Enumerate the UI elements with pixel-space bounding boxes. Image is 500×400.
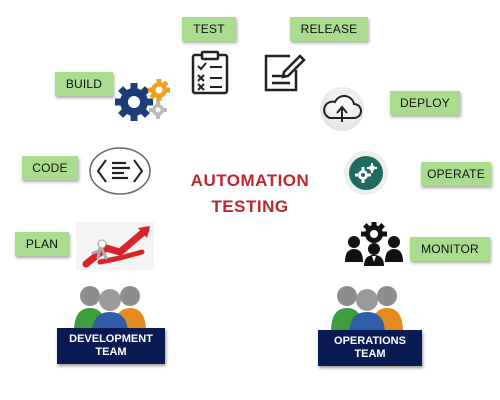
stage-label-monitor: MONITOR <box>410 237 490 261</box>
operations-team-line-2: TEAM <box>354 348 386 360</box>
title-line-2: TESTING <box>211 197 289 216</box>
operations-team-icon <box>331 286 403 334</box>
operations-team-line-1: OPERATIONS <box>334 335 406 347</box>
code-icon <box>89 147 151 195</box>
development-team-label: DEVELOPMENT TEAM <box>57 328 165 364</box>
edit-document-icon <box>264 54 306 92</box>
gear-circle-icon <box>344 151 388 195</box>
stage-label-plan: PLAN <box>15 232 69 256</box>
gears-icon <box>115 79 170 121</box>
stage-label-release: RELEASE <box>290 17 368 41</box>
stage-label-build: BUILD <box>55 72 113 96</box>
development-team-icon <box>74 286 146 334</box>
title-line-1: AUTOMATION <box>190 171 310 190</box>
checklist-icon <box>191 50 229 95</box>
development-team-line-1: DEVELOPMENT <box>69 333 153 345</box>
stage-label-test: TEST <box>182 17 236 41</box>
stage-label-code: CODE <box>22 156 78 180</box>
stage-label-deploy: DEPLOY <box>390 91 460 115</box>
cloud-upload-icon <box>320 87 364 131</box>
operations-team-label: OPERATIONS TEAM <box>318 330 422 366</box>
development-team-line-2: TEAM <box>95 346 127 358</box>
stage-label-operate: OPERATE <box>421 162 491 186</box>
diagram-title: AUTOMATION TESTING <box>160 168 340 220</box>
people-gear-icon <box>345 222 403 266</box>
arrows-plan-icon <box>76 222 154 270</box>
